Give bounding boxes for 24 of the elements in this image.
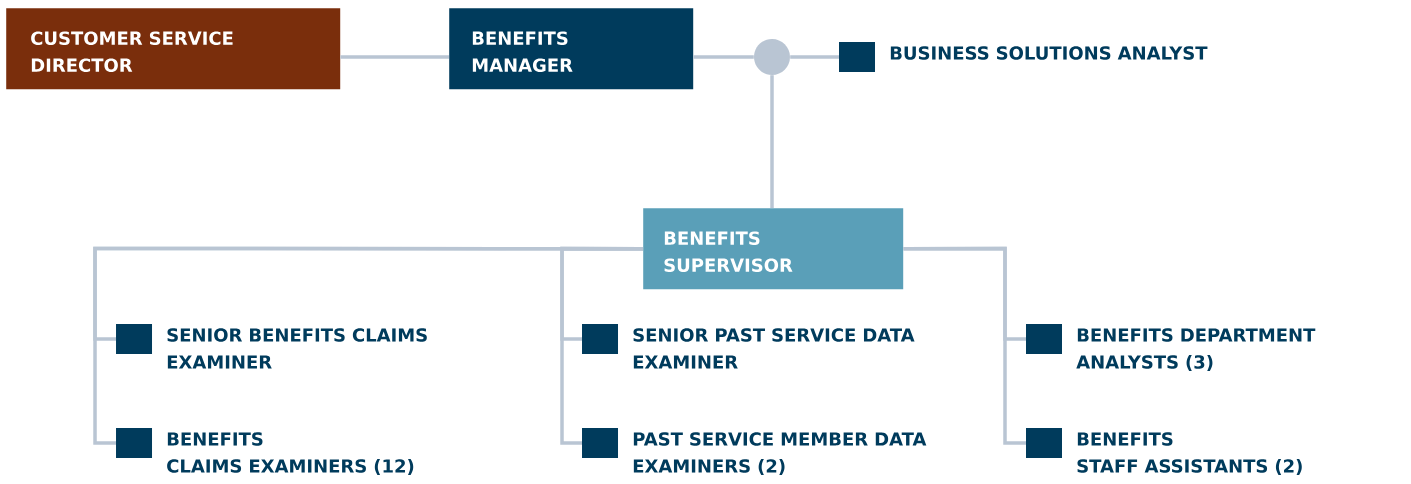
- node-label: BENEFITS DEPARTMENT ANALYSTS (3): [1076, 328, 1316, 371]
- connector-line: [693, 55, 754, 59]
- node-label: BENEFITS CLAIMS EXAMINERS (12): [167, 432, 414, 475]
- connector-line: [340, 55, 449, 59]
- node-label: BUSINESS SOLUTIONS ANALYST: [890, 46, 1208, 60]
- position-item: BENEFITS CLAIMS EXAMINERS (12): [116, 428, 414, 475]
- node-label: BENEFITS STAFF ASSISTANTS (2): [1077, 432, 1302, 475]
- connector-line: [790, 55, 839, 59]
- connector-line: [770, 75, 774, 208]
- position-item: BUSINESS SOLUTIONS ANALYST: [839, 42, 1208, 72]
- position-box: BENEFITS MANAGER: [449, 8, 694, 90]
- node-label: SENIOR BENEFITS CLAIMS EXAMINER: [167, 328, 427, 369]
- connector-line: [560, 246, 643, 445]
- junction-circle: [754, 39, 790, 75]
- node-label: PAST SERVICE MEMBER DATA EXAMINERS (2): [633, 432, 927, 475]
- position-box: BENEFITS SUPERVISOR: [643, 208, 904, 290]
- position-item: BENEFITS STAFF ASSISTANTS (2): [1026, 428, 1302, 475]
- position-box: CUSTOMER SERVICE DIRECTOR: [6, 8, 341, 90]
- position-item: SENIOR PAST SERVICE DATA EXAMINER: [582, 324, 915, 369]
- node-label: SENIOR PAST SERVICE DATA EXAMINER: [633, 328, 915, 369]
- position-item: BENEFITS DEPARTMENT ANALYSTS (3): [1026, 324, 1316, 371]
- position-item: SENIOR BENEFITS CLAIMS EXAMINER: [116, 324, 427, 369]
- position-item: PAST SERVICE MEMBER DATA EXAMINERS (2): [582, 428, 927, 475]
- connector-line: [903, 246, 1026, 445]
